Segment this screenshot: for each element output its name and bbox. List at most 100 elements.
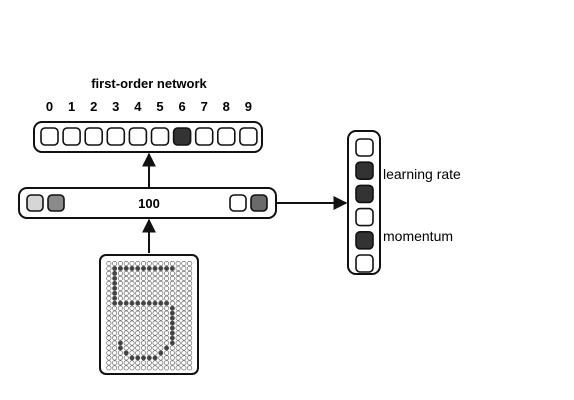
hidden-unit	[229, 194, 247, 212]
input-pixel	[164, 290, 170, 296]
input-pixel	[141, 270, 147, 276]
input-pixel	[158, 285, 164, 291]
input-pixel	[164, 320, 170, 326]
input-pixel	[112, 280, 118, 286]
input-pixel	[106, 340, 112, 346]
input-pixel	[106, 345, 112, 351]
input-pixel	[106, 310, 112, 316]
input-pixel	[129, 260, 135, 266]
input-pixel	[106, 330, 112, 336]
second-order-unit	[355, 184, 374, 204]
input-pixel	[169, 350, 175, 356]
input-pixel	[123, 305, 129, 311]
input-pixel	[117, 330, 123, 336]
input-pixel	[181, 280, 187, 286]
input-pixel	[106, 295, 112, 301]
input-pixel	[152, 290, 158, 296]
input-pixel	[146, 300, 152, 306]
input-pixel	[135, 360, 141, 366]
input-pixel	[146, 295, 152, 301]
input-pixel	[146, 365, 152, 371]
digit-label-6: 6	[178, 99, 185, 114]
input-pixel	[152, 330, 158, 336]
input-pixel	[158, 305, 164, 311]
digit-label-5: 5	[156, 99, 163, 114]
input-pixel	[152, 270, 158, 276]
digit-label-1: 1	[68, 99, 75, 114]
digit-label-3: 3	[112, 99, 119, 114]
input-pixel	[164, 340, 170, 346]
input-pixel	[146, 265, 152, 271]
input-pixel	[146, 310, 152, 316]
input-pixel	[152, 260, 158, 266]
input-pixel	[129, 270, 135, 276]
input-pixel	[112, 350, 118, 356]
input-pixel	[141, 310, 147, 316]
input-pixel	[169, 345, 175, 351]
input-pixel	[123, 350, 129, 356]
input-pixel	[158, 355, 164, 361]
input-pixel	[175, 270, 181, 276]
input-pixel	[141, 355, 147, 361]
input-pixel	[158, 280, 164, 286]
input-pixel	[129, 340, 135, 346]
input-pixel	[112, 295, 118, 301]
input-pixel	[158, 365, 164, 371]
input-pixel	[152, 340, 158, 346]
input-pixel	[169, 355, 175, 361]
input-pixel	[135, 285, 141, 291]
input-pixel	[175, 365, 181, 371]
input-pixel	[106, 275, 112, 281]
input-pixel	[175, 280, 181, 286]
input-pixel	[181, 355, 187, 361]
input-pixel	[187, 285, 193, 291]
output-unit-6	[172, 127, 192, 146]
second-order-unit	[355, 207, 374, 227]
input-pixel	[146, 285, 152, 291]
input-pixel	[123, 310, 129, 316]
second-order-units	[355, 138, 374, 273]
input-pixel	[129, 335, 135, 341]
second-order-unit	[355, 231, 374, 250]
input-pixel	[129, 290, 135, 296]
input-pixel	[175, 275, 181, 281]
input-pixel	[181, 335, 187, 341]
input-pixel	[106, 325, 112, 331]
input-pixel	[164, 330, 170, 336]
input-pixel	[152, 325, 158, 331]
input-pixel	[181, 285, 187, 291]
input-pixel	[152, 355, 158, 361]
input-pixel	[158, 270, 164, 276]
input-pixel	[175, 340, 181, 346]
input-pixel	[129, 355, 135, 361]
input-pixel	[112, 290, 118, 296]
input-pixel	[175, 320, 181, 326]
input-pixel	[123, 355, 129, 361]
input-pixel	[181, 320, 187, 326]
input-pixel	[187, 275, 193, 281]
input-pixel	[141, 345, 147, 351]
input-pixel	[141, 320, 147, 326]
input-pixel	[129, 315, 135, 321]
input-pixel	[164, 310, 170, 316]
input-pixel	[158, 300, 164, 306]
input-pixel	[169, 320, 175, 326]
input-pixel	[129, 320, 135, 326]
input-pixel	[117, 285, 123, 291]
input-pixel	[175, 300, 181, 306]
input-pixel	[112, 300, 118, 306]
input-pixel	[158, 310, 164, 316]
input-pixel	[181, 305, 187, 311]
input-pixel	[152, 335, 158, 341]
input-pixel	[117, 305, 123, 311]
input-pixel	[164, 360, 170, 366]
input-pixel	[141, 265, 147, 271]
output-unit-7	[194, 127, 214, 146]
input-pixel	[187, 325, 193, 331]
input-pixel	[123, 315, 129, 321]
input-pixel	[112, 265, 118, 271]
input-pixel	[112, 330, 118, 336]
input-pixel	[123, 325, 129, 331]
input-pixel	[169, 330, 175, 336]
digit-label-0: 0	[46, 99, 53, 114]
